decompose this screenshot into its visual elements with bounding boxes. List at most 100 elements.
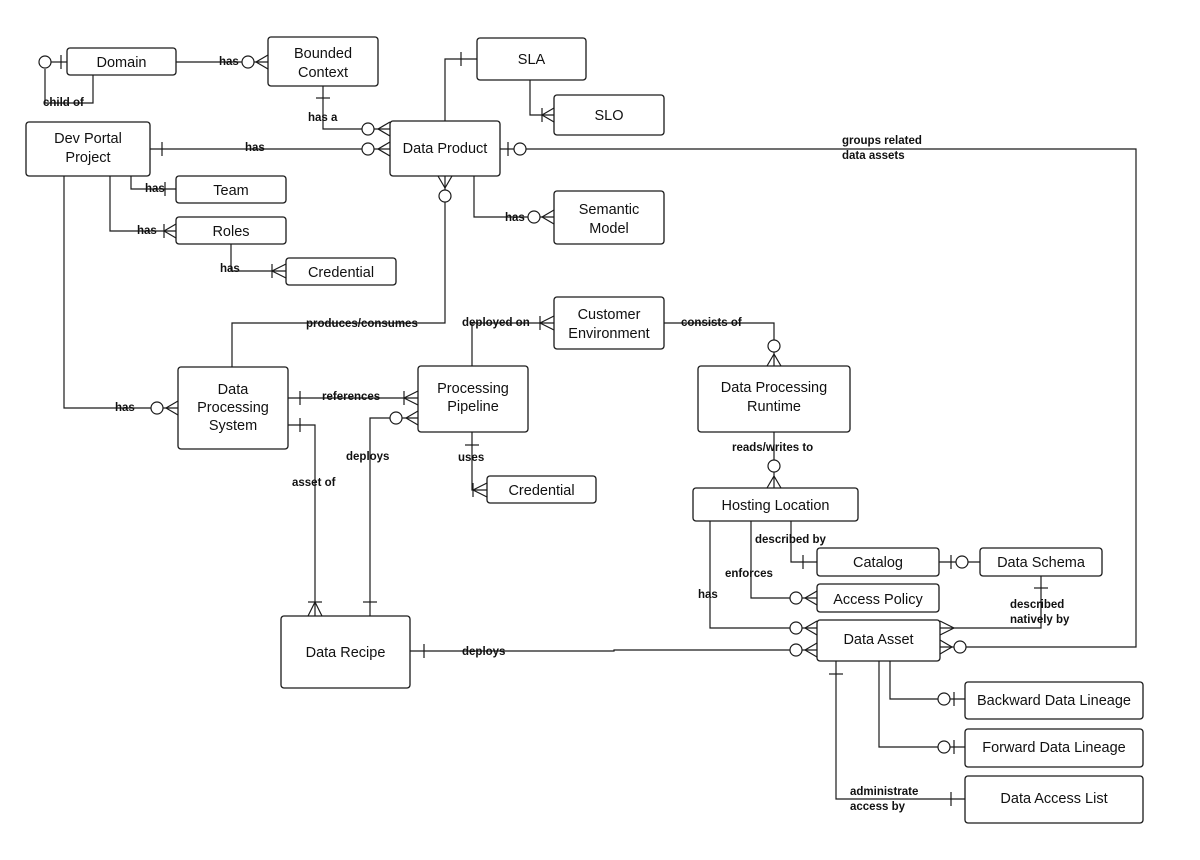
relationship-label: asset of	[292, 477, 336, 489]
entity-forward-data-lineage[interactable]: Forward Data Lineage	[964, 728, 1144, 768]
svg-text:Customer: Customer	[578, 307, 641, 323]
entity-label: SLA	[518, 52, 546, 68]
entity-label: Data Recipe	[306, 645, 386, 661]
zero-or-one-marker	[507, 142, 527, 156]
entity-data-schema[interactable]: Data Schema	[979, 547, 1103, 577]
entity-bounded-context[interactable]: Bounded Context	[267, 36, 379, 87]
relationship-label: produces/consumes	[306, 318, 418, 330]
connector-schema-data-asset	[940, 576, 1042, 629]
svg-text:System: System	[209, 418, 257, 434]
entity-label: Dev Portal	[54, 131, 122, 147]
relationship-label: described by	[755, 534, 827, 546]
svg-text:enforces: enforces	[725, 568, 773, 580]
entity-semantic-model[interactable]: Semantic Model	[553, 190, 665, 245]
entity-label: Processing	[197, 400, 269, 416]
entity-backward-data-lineage[interactable]: Backward Data Lineage	[964, 681, 1144, 720]
entity-label: SLO	[594, 108, 623, 124]
svg-text:reads/writes to: reads/writes to	[732, 442, 813, 454]
entity-label: Bounded	[294, 46, 352, 62]
relationship-label: has	[698, 589, 718, 601]
entity-dev-portal-project[interactable]: Dev Portal Project	[25, 121, 151, 177]
relationship-label: deploys	[462, 646, 505, 658]
zero-or-many-marker	[389, 410, 419, 426]
zero-or-one-marker	[937, 692, 955, 706]
svg-text:Runtime: Runtime	[747, 399, 801, 415]
many-marker	[939, 620, 955, 636]
svg-text:Hosting Location: Hosting Location	[721, 498, 829, 514]
svg-text:Data: Data	[218, 382, 250, 398]
svg-text:has: has	[698, 589, 718, 601]
svg-text:has: has	[115, 402, 135, 414]
entity-credential-pipeline[interactable]: Credential	[486, 475, 597, 504]
entity-label: Processing	[437, 381, 509, 397]
zero-or-many-marker	[789, 620, 818, 636]
svg-text:asset of: asset of	[292, 477, 336, 489]
relationship-label: data assets	[842, 150, 905, 162]
entity-label: Credential	[308, 265, 374, 281]
relationship-label: reads/writes to	[732, 442, 813, 454]
connector-asset-forward-lineage	[878, 661, 965, 748]
entity-access-policy[interactable]: Access Policy	[816, 583, 940, 613]
entity-label: System	[209, 418, 257, 434]
entity-sla[interactable]: SLA	[476, 37, 587, 81]
entity-data-product[interactable]: Data Product	[389, 120, 501, 177]
relationship-label: consists of	[681, 317, 742, 329]
svg-text:Data Processing: Data Processing	[721, 380, 827, 396]
entity-data-processing-runtime[interactable]: Data Processing Runtime	[697, 365, 851, 433]
svg-text:uses: uses	[458, 452, 484, 464]
entity-catalog[interactable]: Catalog	[816, 547, 940, 577]
zero-or-one-marker	[38, 55, 67, 69]
entity-domain[interactable]: Domain	[66, 47, 177, 76]
zero-or-many-marker	[789, 642, 818, 658]
entity-roles[interactable]: Roles	[175, 216, 287, 245]
entity-team[interactable]: Team	[175, 175, 287, 204]
zero-or-many-marker	[766, 459, 782, 489]
svg-text:Data Schema: Data Schema	[997, 555, 1086, 571]
entity-label: Customer	[578, 307, 641, 323]
entity-hosting-location[interactable]: Hosting Location	[692, 487, 859, 522]
zero-or-many-marker	[789, 590, 818, 606]
entity-label: Access Policy	[833, 592, 923, 608]
many-marker	[403, 390, 419, 406]
entity-data-asset[interactable]: Data Asset	[816, 619, 941, 662]
zero-or-many-marker	[437, 175, 453, 203]
entity-data-recipe[interactable]: Data Recipe	[280, 615, 411, 689]
entity-processing-pipeline[interactable]: Processing Pipeline	[417, 365, 529, 433]
svg-text:has: has	[505, 212, 525, 224]
cardinality-markers	[38, 52, 1048, 806]
zero-or-many-marker	[150, 400, 179, 416]
svg-text:access by: access by	[850, 801, 906, 813]
entity-label: Data	[218, 382, 250, 398]
svg-text:deployed on: deployed on	[462, 317, 530, 329]
many-marker	[307, 601, 323, 617]
zero-or-one-marker	[937, 740, 955, 754]
many-marker	[539, 315, 555, 331]
zero-or-many-marker	[527, 209, 555, 225]
connector-dev-portal-roles	[109, 176, 176, 232]
entity-customer-environment[interactable]: Customer Environment	[553, 296, 665, 350]
relationship-label: groups related	[842, 135, 922, 147]
svg-text:Processing: Processing	[197, 400, 269, 416]
connector-hosting-catalog	[790, 521, 817, 563]
svg-text:has: has	[219, 56, 239, 68]
entity-data-processing-system[interactable]: Data Processing System	[177, 366, 289, 450]
entity-label: Catalog	[853, 555, 903, 571]
connector-pipeline-environment	[471, 322, 554, 366]
svg-text:Catalog: Catalog	[853, 555, 903, 571]
svg-text:Credential: Credential	[508, 483, 574, 499]
svg-text:Forward Data Lineage: Forward Data Lineage	[982, 740, 1125, 756]
relationship-label: uses	[458, 452, 484, 464]
svg-text:Context: Context	[298, 65, 348, 81]
zero-or-many-marker	[361, 141, 391, 157]
connector-roles-credential	[230, 244, 286, 272]
entity-label: Data Product	[403, 141, 488, 157]
entity-data-access-list[interactable]: Data Access List	[964, 775, 1144, 824]
relationship-label: has a	[308, 112, 338, 124]
entity-label: Forward Data Lineage	[982, 740, 1125, 756]
entity-credential-roles[interactable]: Credential	[285, 257, 397, 286]
entity-slo[interactable]: SLO	[553, 94, 665, 136]
svg-text:Access Policy: Access Policy	[833, 592, 923, 608]
entity-label: Data Access List	[1000, 791, 1107, 807]
svg-text:Data Recipe: Data Recipe	[306, 645, 386, 661]
relationship-label: references	[322, 391, 380, 403]
